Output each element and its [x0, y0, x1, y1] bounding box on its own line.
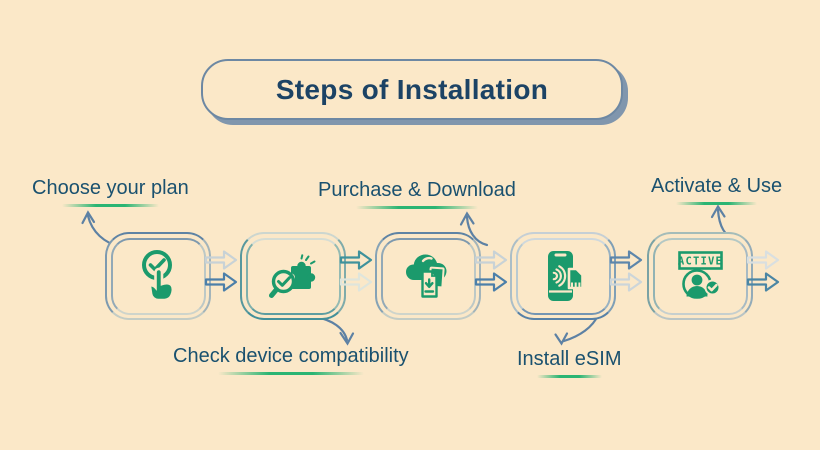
label-underline: [536, 375, 602, 378]
magnifier-puzzle-icon: [267, 252, 319, 300]
step-label-purchase-download: Purchase & Download: [318, 179, 516, 209]
step-label-text: Choose your plan: [32, 177, 189, 199]
step-label-install-esim: Install eSIM: [517, 348, 621, 378]
step-box-install-esim: [510, 232, 616, 320]
label-underline: [675, 202, 758, 205]
connector-check-compatibility: [314, 315, 355, 346]
step-box-inner: [110, 237, 206, 315]
step-box-inner: [245, 237, 341, 315]
active-badge-text: ACTIVE: [678, 256, 723, 268]
step-label-check-compatibility: Check device compatibility: [173, 345, 409, 375]
flow-arrows-2: [339, 250, 373, 292]
phone-sim-icon: [539, 248, 587, 304]
step-box-inner: ACTIVE: [652, 237, 748, 315]
label-underline: [355, 206, 479, 209]
step-label-choose-plan: Choose your plan: [32, 177, 189, 207]
person-check-icon: ACTIVE: [671, 249, 729, 303]
flow-arrows-5: [746, 250, 780, 292]
label-underline: [217, 372, 364, 375]
step-box-purchase-download: [375, 232, 481, 320]
flow-arrows-1: [204, 250, 238, 292]
step-box-inner: [380, 237, 476, 315]
step-label-activate-use: Activate & Use: [651, 175, 782, 205]
step-box-inner: [515, 237, 611, 315]
cloud-download-icon: [401, 251, 455, 301]
step-label-text: Check device compatibility: [173, 345, 409, 367]
step-box-activate-use: ACTIVE: [647, 232, 753, 320]
flow-arrows-4: [609, 250, 643, 292]
flow-arrows-3: [474, 250, 508, 292]
step-label-text: Install eSIM: [517, 348, 622, 370]
tap-check-icon: [133, 248, 183, 304]
label-underline: [61, 204, 159, 207]
title-box: Steps of Installation: [201, 59, 623, 120]
step-label-text: Purchase & Download: [318, 179, 516, 201]
page-title: Steps of Installation: [275, 73, 549, 105]
step-label-text: Activate & Use: [651, 175, 783, 197]
step-box-check-compatibility: [240, 232, 346, 320]
step-box-choose-plan: [105, 232, 211, 320]
